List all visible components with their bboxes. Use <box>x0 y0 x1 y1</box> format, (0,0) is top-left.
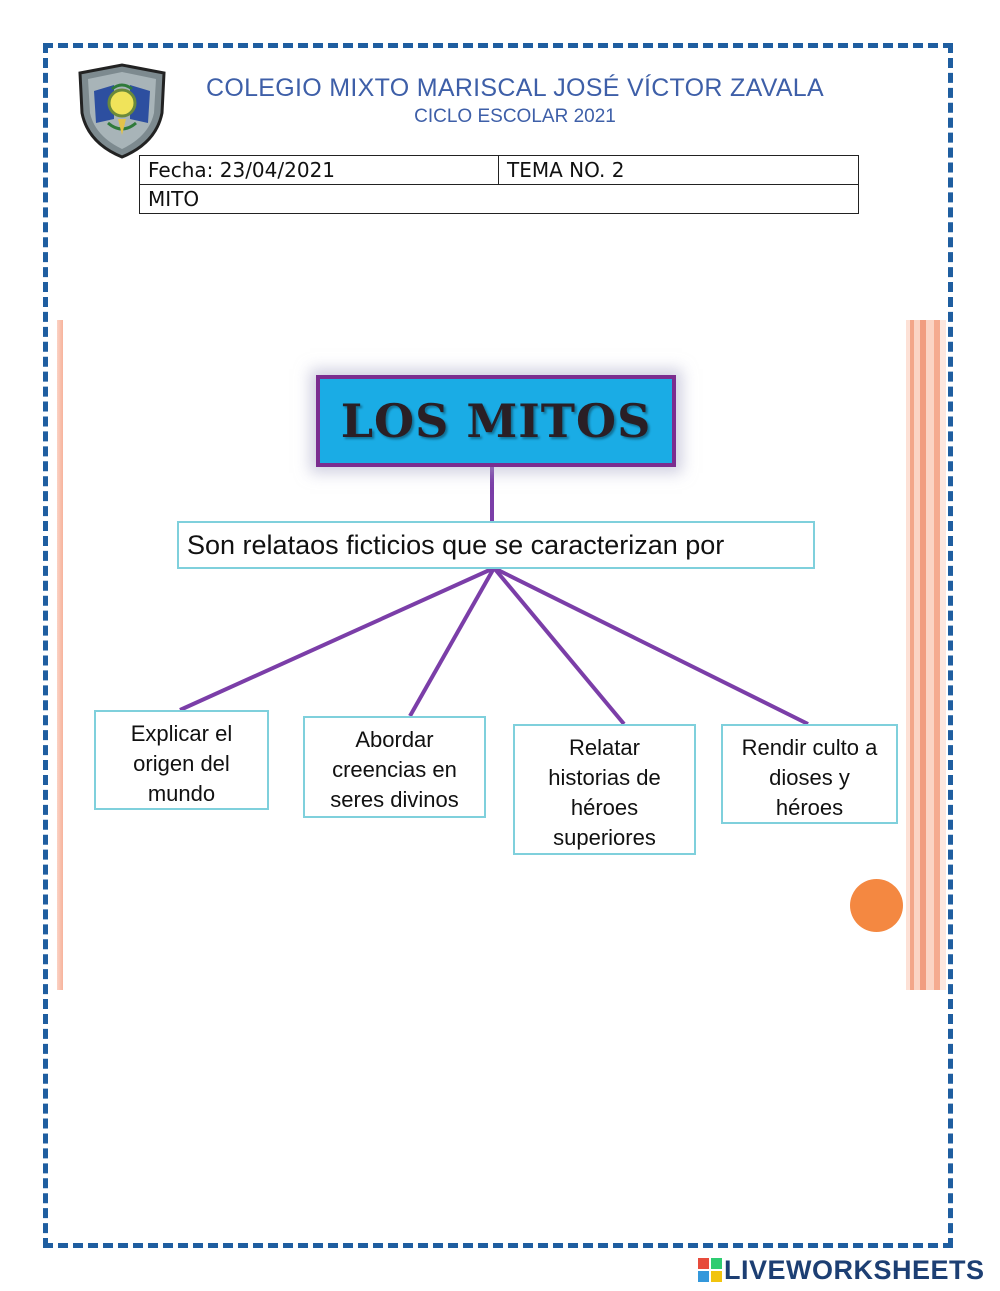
concept-item-4-text: Rendir culto a dioses y héroes <box>741 735 878 820</box>
concept-item-1-text: Explicar el origen del mundo <box>130 721 233 806</box>
page-border <box>43 43 953 1248</box>
concept-item-1: Explicar el origen del mundo <box>94 710 269 810</box>
school-name: COLEGIO MIXTO MARISCAL JOSÉ VÍCTOR ZAVAL… <box>206 74 824 102</box>
connector-item-1 <box>179 566 495 712</box>
concept-item-3: Relatar historias de héroes superiores <box>513 724 696 855</box>
concept-item-4: Rendir culto a dioses y héroes <box>721 724 898 824</box>
topic-number-cell: TEMA NO. 2 <box>498 155 859 185</box>
info-table: Fecha: 23/04/2021 TEMA NO. 2 MITO <box>139 155 859 214</box>
decorative-stripe-left <box>57 320 63 990</box>
concept-title-box: LOS MITOS <box>316 375 676 467</box>
definition-text: Son relataos ficticios que se caracteriz… <box>187 529 725 560</box>
watermark-text: LIVEWORKSHEETS <box>724 1255 985 1285</box>
concept-title: LOS MITOS <box>340 394 652 448</box>
date-cell: Fecha: 23/04/2021 <box>139 155 499 185</box>
accent-dot <box>850 879 903 932</box>
concept-item-2-text: Abordar creencias en seres divinos <box>330 727 459 812</box>
liveworksheets-logo-icon <box>698 1258 722 1282</box>
connector-item-4 <box>493 566 809 726</box>
connector-item-2 <box>408 567 496 717</box>
school-year: CICLO ESCOLAR 2021 <box>414 106 616 127</box>
concept-item-3-text: Relatar historias de héroes superiores <box>548 735 661 850</box>
definition-box: Son relataos ficticios que se caracteriz… <box>177 521 815 569</box>
connector-item-3 <box>492 566 626 726</box>
decorative-stripe-right <box>906 320 946 990</box>
concept-item-2: Abordar creencias en seres divinos <box>303 716 486 818</box>
school-crest-icon <box>78 63 166 159</box>
topic-cell: MITO <box>139 184 859 214</box>
